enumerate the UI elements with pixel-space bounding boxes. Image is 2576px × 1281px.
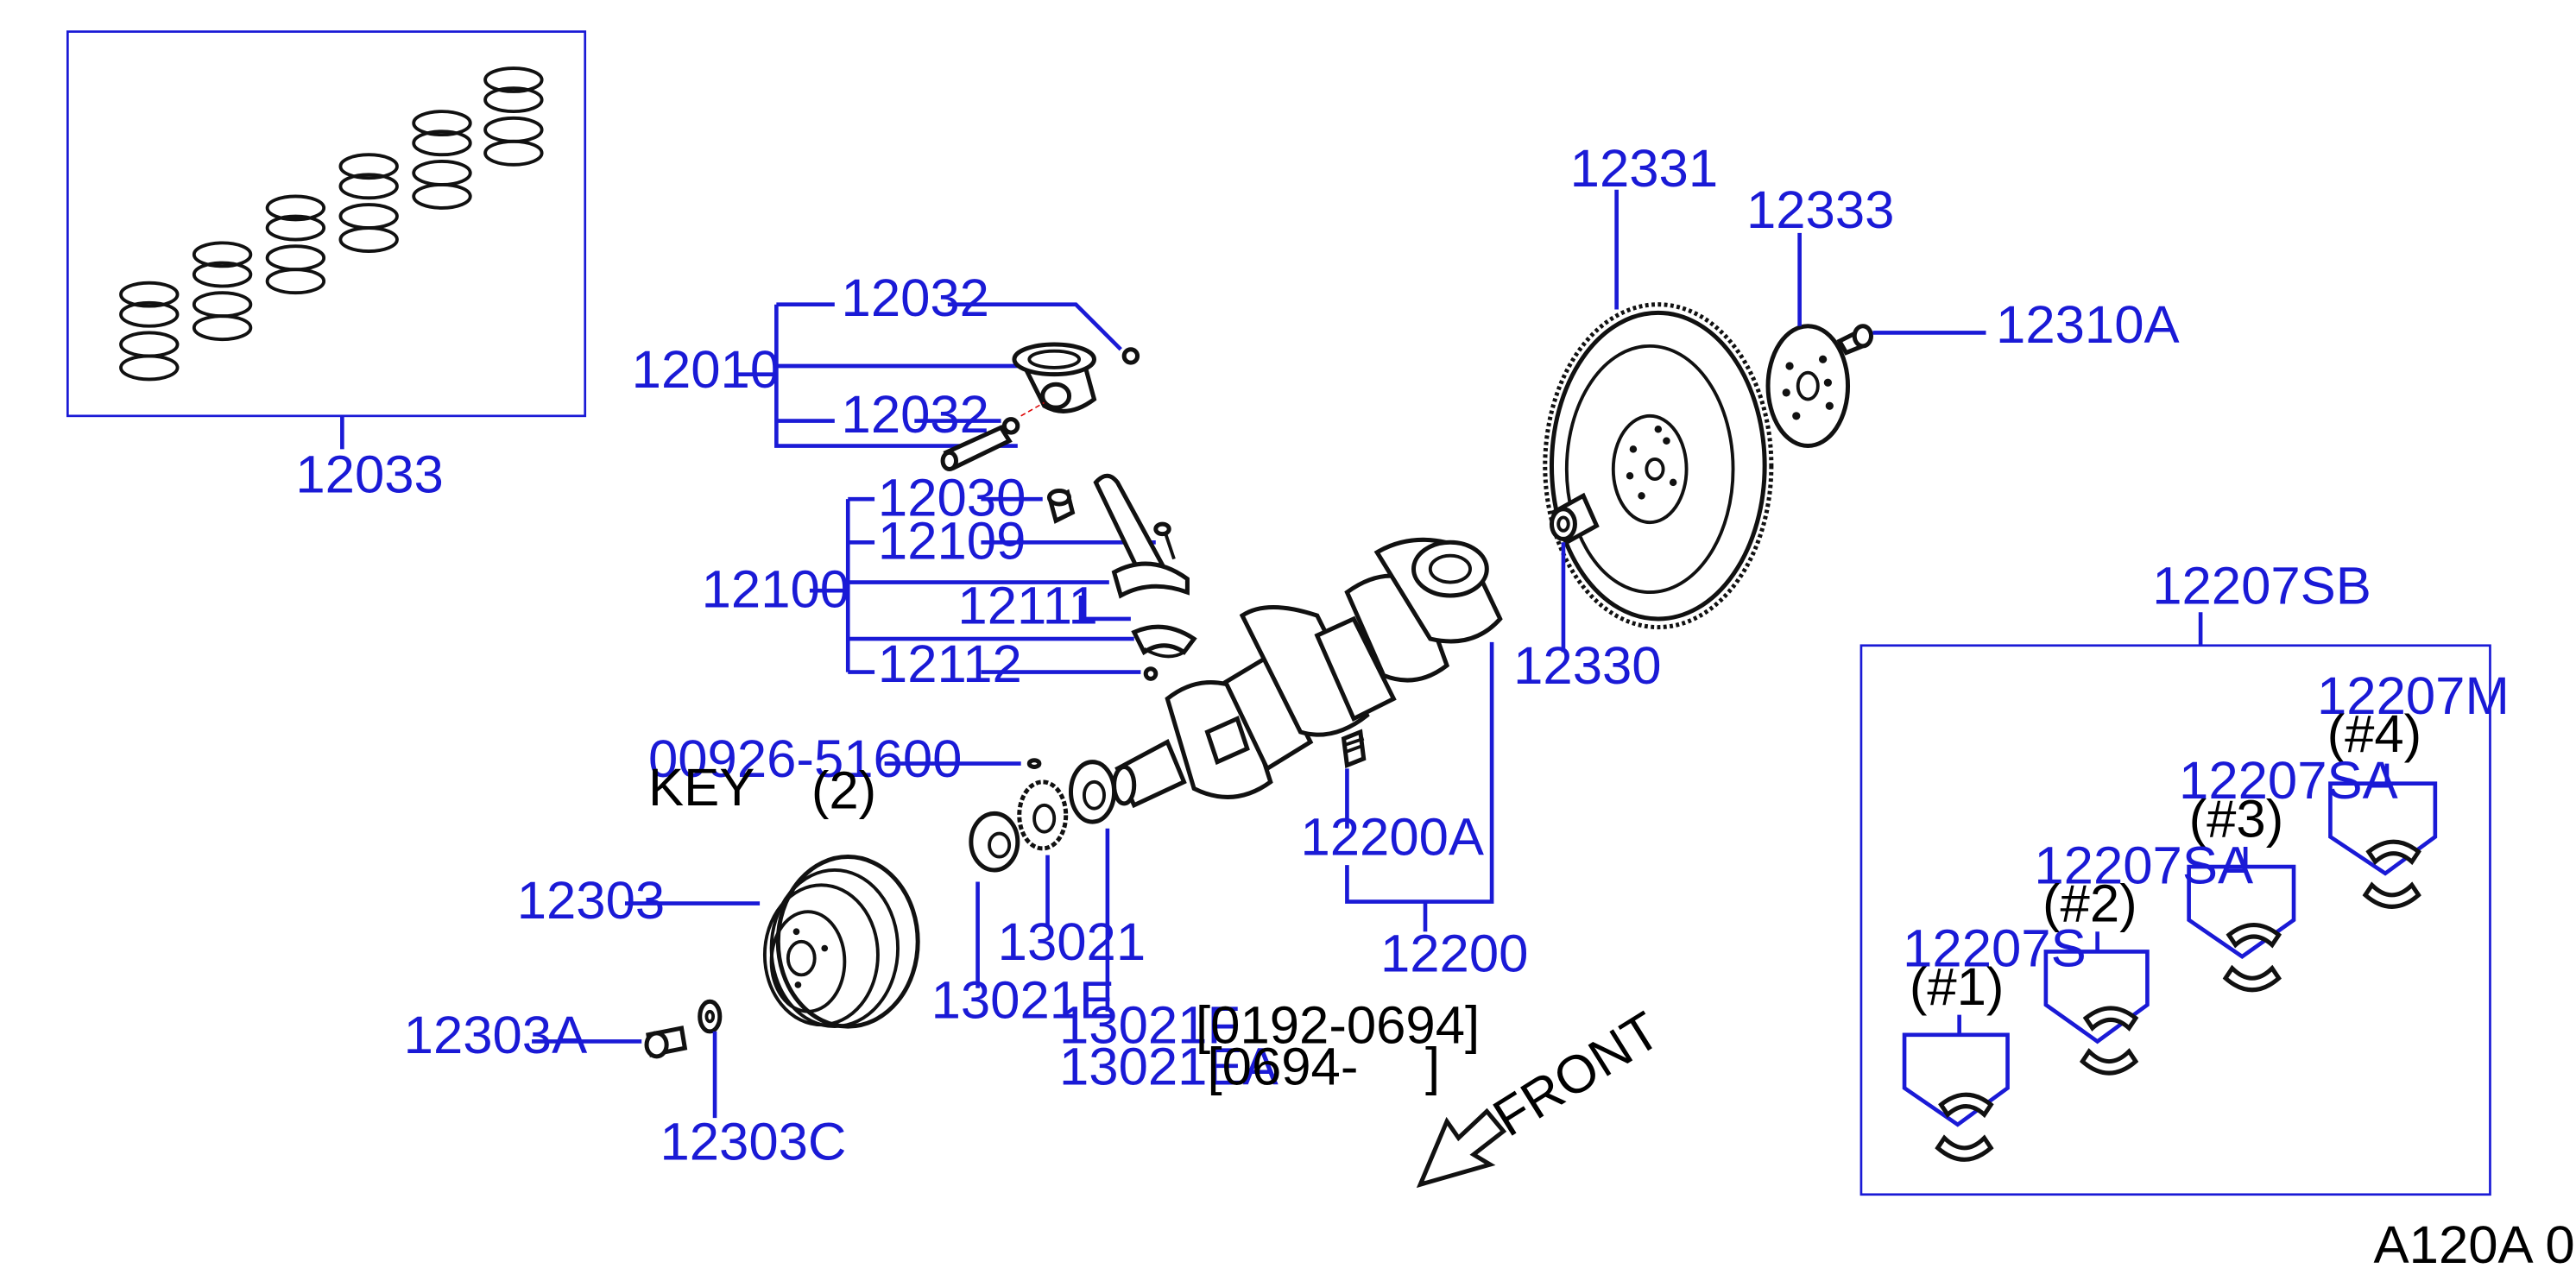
bearing-position-1: (#1) — [1910, 957, 2005, 1017]
leader-line — [1078, 595, 1131, 622]
leader-bracket — [2187, 846, 2296, 960]
part-number-12109[interactable]: 12109 — [878, 512, 1026, 571]
front-end-group: 00926-51600 KEY (2) 13021E 13021 13021F … — [404, 729, 1481, 1171]
main-bearing-group: 12207SB 12207M (#4) 12207SA (#3) 12207SA… — [1859, 557, 2510, 1196]
piston-ring-set-group: 12033 — [66, 30, 587, 504]
part-number-12100[interactable]: 12100 — [702, 559, 849, 619]
part-number-12032-top[interactable]: 12032 — [842, 268, 989, 328]
key-drawing — [1026, 758, 1042, 769]
leader-bracket — [774, 304, 1018, 448]
bearing-shell-3-drawing — [2222, 923, 2282, 993]
piston-ring-stacks — [119, 66, 544, 382]
leader-bracket — [2043, 931, 2150, 1044]
piston-drawing — [940, 342, 1140, 471]
part-number-13021[interactable]: 13021 — [998, 912, 1146, 972]
piston-group: 12010 12032 12032 — [632, 268, 1140, 471]
flywheel-drawing — [1543, 302, 1774, 630]
bearing-position-4: (#4) — [2327, 704, 2422, 764]
connecting-rod-drawing — [1046, 473, 1197, 681]
crankshaft-drawing — [1112, 537, 1503, 809]
leader-line — [947, 302, 1122, 351]
leader-bracket — [2328, 763, 2438, 876]
date-range-13021EA-end: ] — [1425, 1038, 1440, 1097]
crank-gear-drawing — [969, 760, 1117, 873]
flywheel-group: 12331 12330 12333 12310A — [1513, 139, 2179, 696]
part-number-12207M[interactable]: 12207M — [2317, 666, 2510, 726]
bearing-shell-2-drawing — [2079, 1006, 2139, 1076]
key-label: KEY — [648, 758, 754, 817]
diagram-code: A120A 0281 — [2374, 1215, 2576, 1275]
part-number-13021E[interactable]: 13021E — [931, 970, 1115, 1030]
front-arrow-icon — [1416, 1107, 1507, 1189]
key-quantity: (2) — [811, 761, 876, 821]
crankshaft-group: 12200A 12200 — [1112, 537, 1528, 984]
date-range-13021F: [0192-0694] — [1196, 995, 1480, 1055]
part-number-12112[interactable]: 12112 — [878, 634, 1022, 694]
front-label: FRONT — [1483, 1000, 1670, 1148]
part-number-12111[interactable]: 12111 — [957, 577, 1097, 636]
part-number-12330[interactable]: 12330 — [1513, 636, 1661, 696]
flywheel-plate-drawing — [1765, 324, 1851, 449]
part-number-12032-bottom[interactable]: 12032 — [842, 385, 989, 445]
bearing-position-3: (#3) — [2189, 789, 2284, 849]
part-number-12303A[interactable]: 12303A — [404, 1006, 588, 1065]
part-number-12200[interactable]: 12200 — [1380, 924, 1528, 984]
part-number-12331[interactable]: 12331 — [1570, 139, 1718, 199]
date-range-13021EA-start: [0694- — [1208, 1038, 1359, 1097]
part-number-12207S[interactable]: 12207S — [1903, 919, 2087, 979]
crank-pulley-drawing — [762, 855, 920, 1029]
part-number-12207SA-3[interactable]: 12207SA — [2179, 751, 2398, 811]
piston-ring-kit-box — [66, 30, 587, 418]
pulley-bolt-drawing — [644, 999, 723, 1059]
part-number-12303[interactable]: 12303 — [517, 871, 665, 931]
part-number-13021F[interactable]: 13021F — [1059, 995, 1240, 1055]
part-number-12030[interactable]: 12030 — [878, 468, 1026, 527]
leader-bracket — [1345, 641, 1494, 904]
part-number-12200A[interactable]: 12200A — [1300, 808, 1484, 868]
connecting-rod-group: 12100 12030 12109 12111 12112 — [702, 468, 1197, 694]
part-number-12333[interactable]: 12333 — [1746, 180, 1894, 240]
flywheel-bolt-drawing — [1836, 324, 1874, 356]
bearing-shell-4-drawing — [2362, 839, 2421, 909]
part-number-00926-51600[interactable]: 00926-51600 — [648, 729, 962, 789]
part-number-12207SB[interactable]: 12207SB — [2152, 557, 2371, 616]
bearing-position-2: (#2) — [2042, 874, 2137, 934]
part-number-12310A[interactable]: 12310A — [1996, 295, 2180, 355]
main-bearing-box — [1859, 644, 2491, 1196]
part-number-13021EA[interactable]: 13021EA — [1059, 1038, 1279, 1097]
part-number-12010[interactable]: 12010 — [632, 340, 780, 400]
bearing-shell-1-drawing — [1935, 1092, 1994, 1162]
part-number-12033[interactable]: 12033 — [295, 445, 443, 504]
part-number-12303C[interactable]: 12303C — [660, 1112, 846, 1171]
leader-bracket — [1902, 1014, 2010, 1127]
part-number-12207SA-2[interactable]: 12207SA — [2034, 836, 2253, 895]
